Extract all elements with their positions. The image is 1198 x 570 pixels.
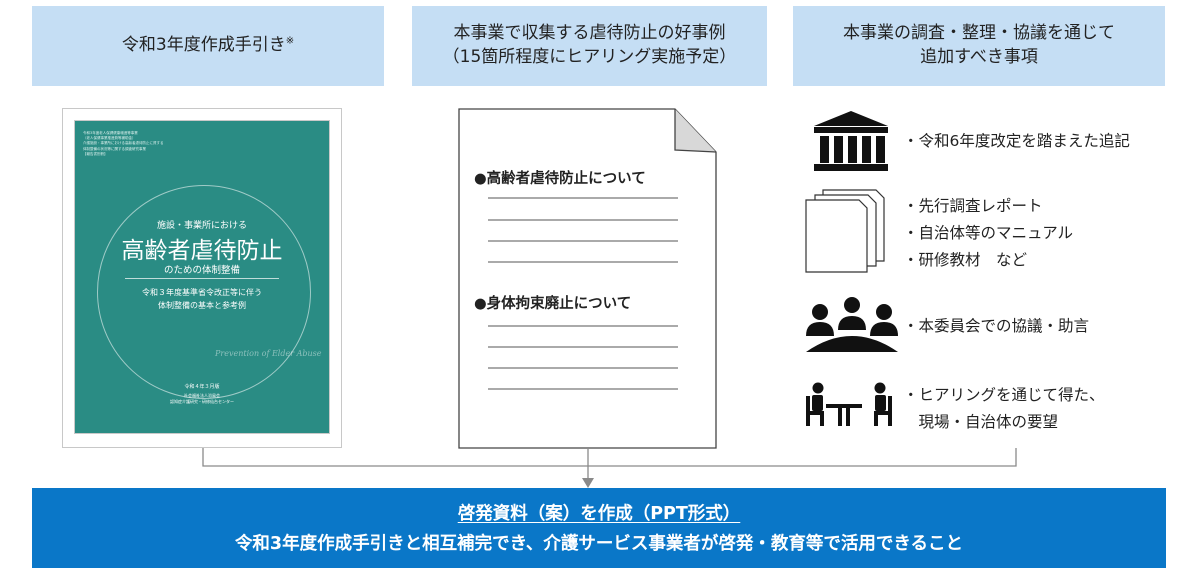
banner-subtitle: 令和3年度作成手引きと相互補完でき、介護サービス事業者が啓発・教育等で活用できる…	[234, 534, 964, 554]
right-item-hearing-line2: 現場・自治体の要望	[903, 413, 1059, 431]
cover-top-small: 令和3年度老人保健健康増進等事業 （老人保健事業推進費等補助金） 介護施設・事業…	[83, 131, 164, 156]
cover-subtitle: のための体制整備	[163, 265, 240, 276]
right-item-hearing-line1: ・ヒアリングを通じて得た、	[903, 386, 1105, 404]
header-manual-note: ※	[285, 35, 295, 47]
document-page-icon	[458, 108, 717, 449]
manual-cover-image: 令和3年度老人保健健康増進等事業 （老人保健事業推進費等補助金） 介護施設・事業…	[74, 120, 330, 434]
stacked-documents-icon	[805, 189, 885, 273]
document-fold	[674, 109, 717, 153]
meeting-group-icon	[806, 297, 898, 352]
cover-circle	[97, 185, 311, 399]
cover-line1: 施設・事業所における	[156, 221, 247, 231]
cover-rule	[125, 278, 279, 279]
document-lines-2	[488, 325, 678, 390]
government-building-icon	[814, 111, 888, 171]
document-lines-1	[488, 197, 678, 263]
output-banner: 啓発資料（案）を作成（PPT形式） 令和3年度作成手引きと相互補完でき、介護サー…	[32, 488, 1166, 568]
header-additions-line2: 追加すべき事項	[920, 47, 1038, 67]
right-item-docs-line3: ・研修教材 など	[903, 251, 1028, 269]
right-item-docs-line1: ・先行調査レポート	[903, 197, 1043, 215]
document-heading-restraint: ●身体拘束廃止について	[474, 296, 632, 312]
header-manual-label: 令和3年度作成手引き	[121, 35, 286, 56]
cover-script: Prevention of Elder Abuse	[215, 349, 322, 358]
arrow-head-icon	[582, 478, 594, 488]
header-additions: 本事業の調査・整理・協議を通じて 追加すべき事項	[793, 6, 1165, 86]
cover-description: 令和３年度基準省令改正等に伴う 体制整備の基本と参考例	[142, 288, 262, 310]
cover-date: 令和４年３月版	[184, 384, 220, 390]
header-case-examples: 本事業で収集する虐待防止の好事例 （15箇所程度にヒアリング実施予定）	[412, 6, 767, 86]
right-item-docs: ・先行調査レポート ・自治体等のマニュアル ・研修教材 など	[903, 193, 1073, 274]
header-case-line2: （15箇所程度にヒアリング実施予定）	[442, 47, 737, 67]
header-case-line1: 本事業で収集する虐待防止の好事例	[453, 23, 726, 44]
right-item-docs-line2: ・自治体等のマニュアル	[903, 224, 1074, 242]
interview-icon	[806, 382, 892, 426]
cover-title: 高齢者虐待防止	[121, 238, 283, 264]
header-additions-line1: 本事業の調査・整理・協議を通じて	[843, 23, 1115, 44]
right-item-committee: ・本委員会での協議・助言	[903, 317, 1090, 335]
connector-line	[202, 448, 1017, 467]
banner-title: 啓発資料（案）を作成（PPT形式）	[457, 504, 741, 524]
header-manual: 令和3年度作成手引き※	[32, 6, 384, 86]
document-heading-abuse: ●高齢者虐待防止について	[474, 171, 646, 187]
right-item-revision: ・令和6年度改定を踏まえた追記	[903, 132, 1130, 150]
cover-organization: 社会福祉法人浴風会 認知症介護研究・研修仙台センター	[170, 393, 234, 404]
right-item-hearing: ・ヒアリングを通じて得た、 現場・自治体の要望	[903, 382, 1105, 436]
